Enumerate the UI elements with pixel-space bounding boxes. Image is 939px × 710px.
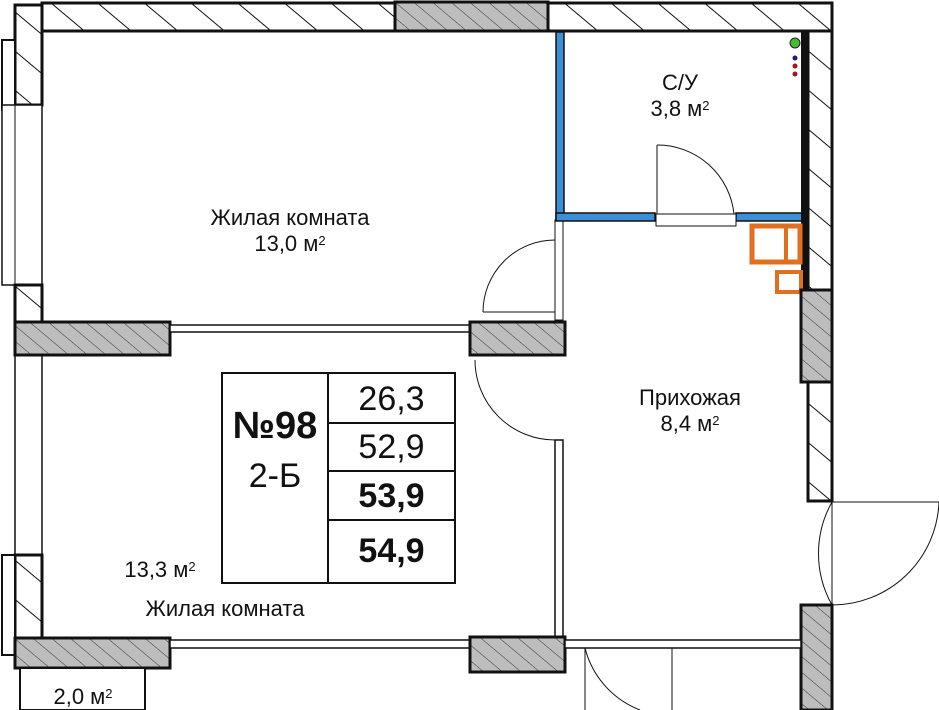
area-full: 54,9 xyxy=(358,532,425,570)
room-bathroom: С/У 3,8 м2 xyxy=(620,70,740,122)
apartment-type: 2-Б xyxy=(248,457,302,495)
room-living-1: Жилая комната 13,0 м2 xyxy=(170,205,410,257)
bathroom-walls xyxy=(555,31,808,293)
right-wall xyxy=(799,29,939,710)
room-living-2-name: Жилая комната xyxy=(145,596,305,621)
room-name: Прихожая xyxy=(639,385,741,410)
top-wall xyxy=(40,0,834,33)
room-balcony-area: 2,0 м2 xyxy=(53,684,113,709)
room-hallway: Прихожая 8,4 м2 xyxy=(600,385,780,437)
riser-red-icon xyxy=(792,63,798,69)
left-wall xyxy=(1,3,44,656)
room-living-2-area: 13,3 м2 xyxy=(124,557,196,582)
riser-blue-icon xyxy=(792,55,798,61)
partition-wall xyxy=(13,320,567,357)
riser-red-icon xyxy=(792,71,798,77)
riser-green-icon xyxy=(789,37,801,49)
apartment-number: №98 xyxy=(232,405,318,447)
area-with-balcony: 53,9 xyxy=(358,477,425,515)
hall-partition xyxy=(474,219,564,641)
room-name: С/У xyxy=(662,70,698,95)
area-total: 52,9 xyxy=(358,428,425,466)
apartment-card xyxy=(221,372,456,584)
room-area: 3,8 м2 xyxy=(650,96,710,121)
room-area: 8,4 м2 xyxy=(660,411,720,436)
ventilation-shaft xyxy=(749,223,803,294)
room-name: Жилая комната xyxy=(210,205,370,230)
bottom-wall xyxy=(13,635,802,710)
area-living: 26,3 xyxy=(358,380,425,418)
room-area: 13,0 м2 xyxy=(254,231,326,256)
